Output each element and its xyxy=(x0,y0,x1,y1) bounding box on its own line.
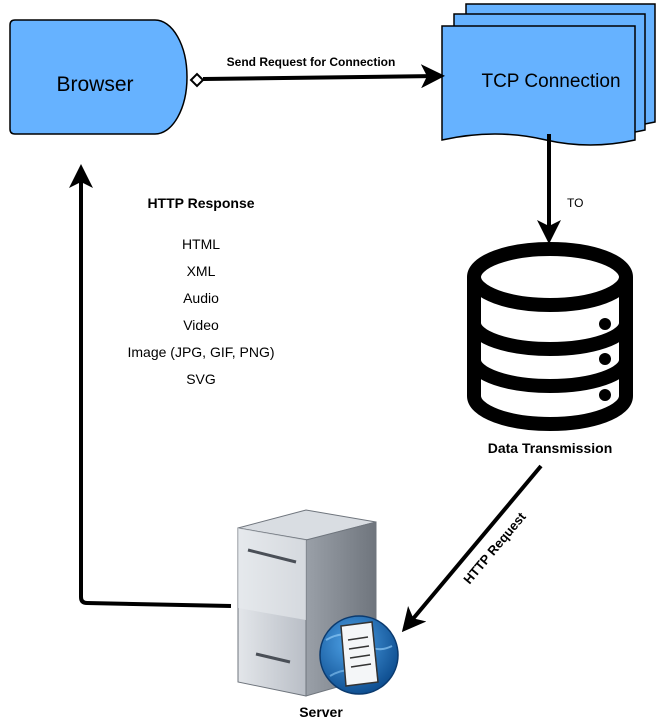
send-request-label: Send Request for Connection xyxy=(227,55,396,69)
send-request-edge: Send Request for Connection xyxy=(189,55,445,89)
response-item: SVG xyxy=(186,371,216,387)
server-node[interactable]: Server xyxy=(237,509,399,720)
to-label: TO xyxy=(567,196,583,210)
response-item: Image (JPG, GIF, PNG) xyxy=(127,344,274,360)
server-label: Server xyxy=(299,704,343,720)
response-item: HTML xyxy=(182,236,220,252)
http-response-block: HTTP Response HTML XML Audio Video Image… xyxy=(127,195,274,387)
database-node[interactable]: Data Transmission xyxy=(467,242,633,456)
tcp-connection-label: TCP Connection xyxy=(481,71,620,92)
response-item: XML xyxy=(187,263,216,279)
tcp-connection-node[interactable]: TCP Connection xyxy=(441,3,656,146)
database-label: Data Transmission xyxy=(488,440,613,456)
response-item: Audio xyxy=(183,290,219,306)
to-edge: TO xyxy=(537,134,583,244)
http-request-edge: HTTP Request xyxy=(401,464,543,633)
globe-document-icon xyxy=(319,615,399,695)
http-response-title: HTTP Response xyxy=(147,195,254,211)
response-item: Video xyxy=(183,317,219,333)
browser-label: Browser xyxy=(56,73,133,96)
browser-node[interactable]: Browser xyxy=(9,19,188,135)
db-light-1 xyxy=(599,318,611,330)
db-light-2 xyxy=(599,353,611,365)
http-response-edge xyxy=(69,164,232,608)
db-light-3 xyxy=(599,389,611,401)
